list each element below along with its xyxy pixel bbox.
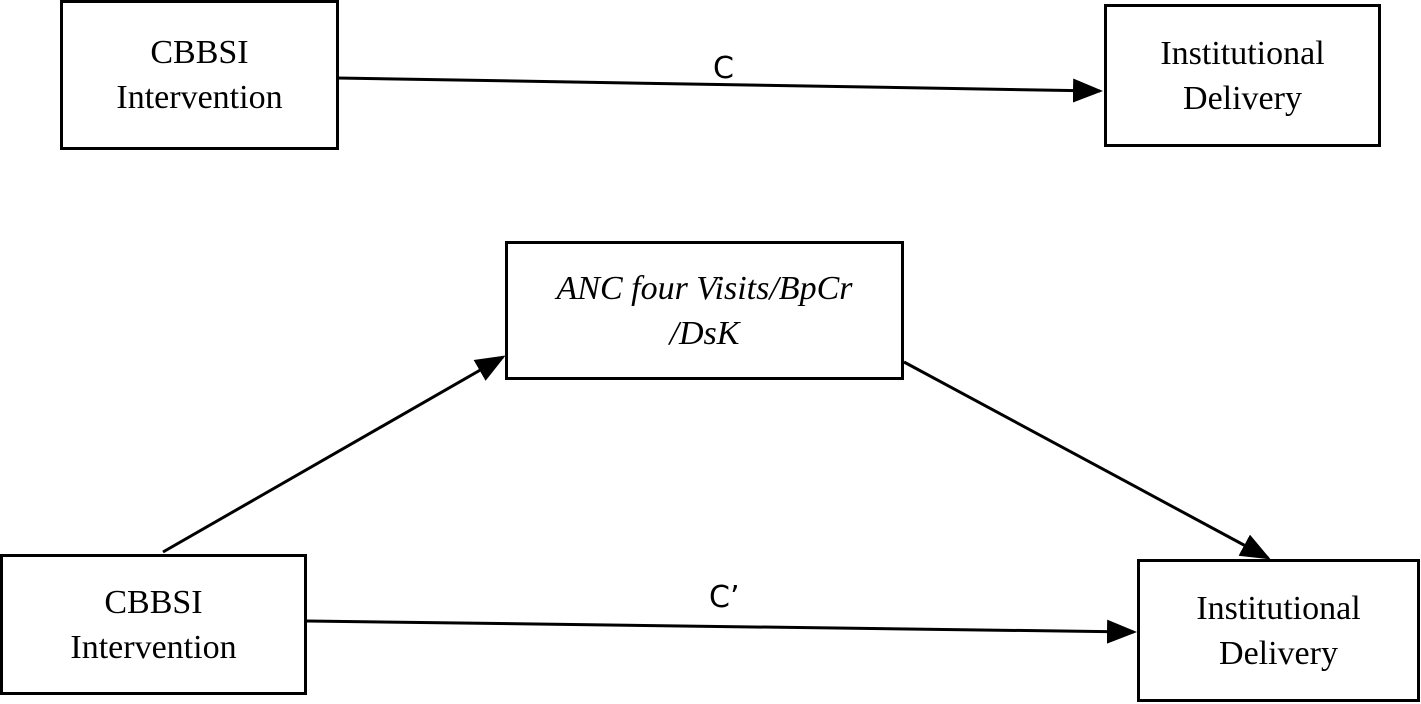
mediator-line1: ANC four Visits/BpCr [556,269,853,307]
arrow-bottom-c-prime [306,619,1137,644]
arrow-top-c [336,76,1103,103]
bottom-cbbsi-intervention-box: CBBSI Intervention [0,554,307,695]
bottom-source-line1: CBBSI [104,583,203,621]
top-target-line1: Institutional [1160,34,1325,72]
bottom-institutional-delivery-box: Institutional Delivery [1137,559,1420,702]
top-source-line1: CBBSI [150,34,249,71]
top-institutional-delivery-box: Institutional Delivery [1104,4,1381,147]
bottom-target-line1: Institutional [1196,589,1361,627]
bottom-target-line2: Delivery [1219,634,1338,672]
arrow-source-to-mediator [162,355,506,554]
top-edge-label-c: C [713,51,734,86]
top-source-line2: Intervention [116,79,283,116]
bottom-source-line2: Intervention [70,628,237,666]
top-target-line2: Delivery [1183,79,1302,117]
mediator-line2: /DsK [669,314,740,352]
bottom-edge-label-c-prime: C’ [709,580,740,615]
top-cbbsi-intervention-box: CBBSI Intervention [60,0,339,150]
mediator-anc-box: ANC four Visits/BpCr /DsK [505,241,904,380]
arrow-mediator-to-target [903,360,1271,560]
